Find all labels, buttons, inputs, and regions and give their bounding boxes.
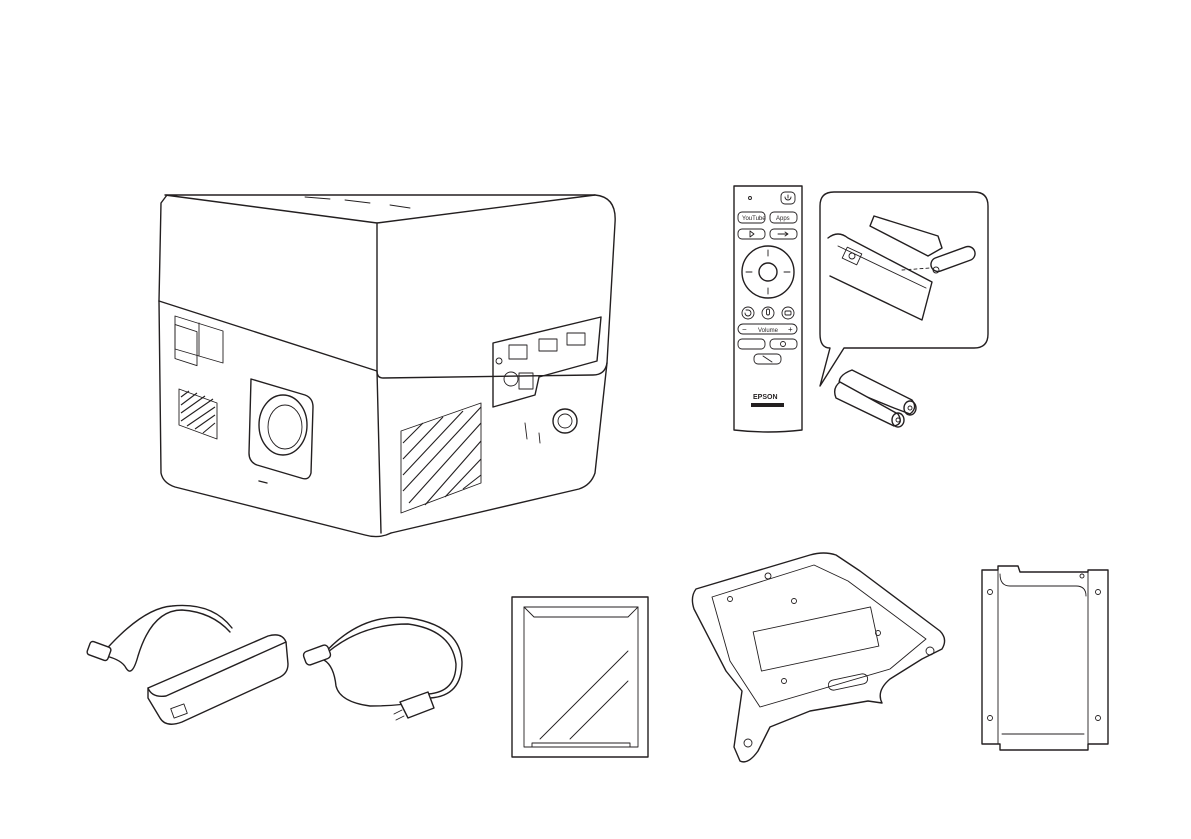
mounting-bracket: [980, 564, 1112, 756]
volume-plus: +: [788, 325, 793, 334]
volume-minus: −: [742, 325, 747, 334]
batteries: [834, 366, 918, 428]
documentation-pack: [510, 595, 650, 760]
lens: [249, 379, 313, 479]
apps-label: Apps: [776, 216, 790, 222]
volume-label: Volume: [758, 328, 779, 334]
mounting-plate: [690, 551, 948, 765]
projector-illustration: [155, 183, 620, 543]
vent-grille: [179, 389, 217, 439]
youtube-label: YouTube: [742, 216, 766, 222]
ac-adapter: [82, 598, 292, 733]
power-cord: [300, 606, 465, 726]
remote-control: YouTube Apps − Volume + EPSON: [730, 184, 805, 432]
brand-strip: [751, 403, 784, 407]
brand-logo: EPSON: [753, 394, 778, 401]
